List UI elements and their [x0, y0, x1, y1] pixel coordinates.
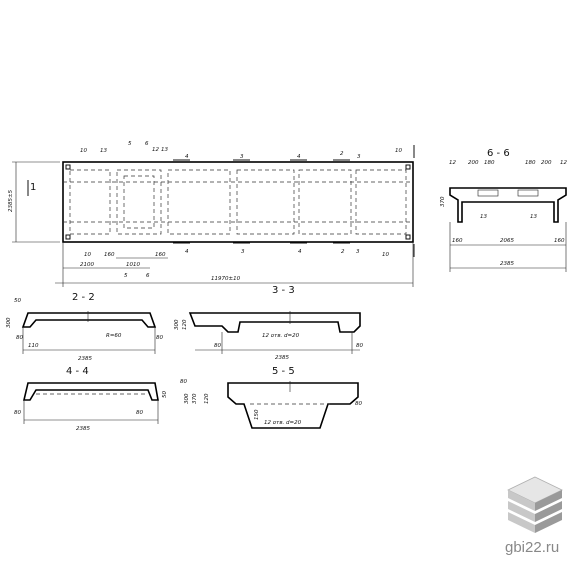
- dimension-label: 12 отв. d=20: [262, 333, 300, 339]
- plan-mark: 3: [357, 154, 361, 160]
- dimension-label: 370: [440, 196, 446, 207]
- dimension-label: 200: [468, 160, 479, 166]
- watermark-site: gbi22.ru: [505, 539, 559, 556]
- dimension-label: 160: [104, 252, 115, 258]
- plan-mark: 4: [298, 249, 302, 255]
- plan-mark: 3: [240, 154, 244, 160]
- section-1-marker: 1: [30, 182, 36, 193]
- dimension-label: 5: [124, 273, 128, 279]
- dimension-label: 2385: [500, 261, 514, 267]
- plan-mark: 2: [341, 249, 345, 255]
- plan-cell: [69, 169, 111, 235]
- dimension-label: 1010: [126, 262, 140, 268]
- plan-cell: [167, 169, 231, 235]
- dimension-label: 300: [174, 319, 180, 330]
- dimension-label: 80: [14, 410, 21, 416]
- plan-mark: 10: [395, 148, 402, 154]
- section-title: 5 - 5: [272, 366, 295, 377]
- plan-mark: 6: [145, 141, 149, 147]
- dimension-label: 120: [182, 319, 188, 330]
- dimension-label: 160: [155, 252, 166, 258]
- dimension-label: 2100: [80, 262, 94, 268]
- dimension-label: 12: [560, 160, 567, 166]
- dimension-label: 160: [554, 238, 565, 244]
- plan-view: 2385±5 1 2100 1010 160 160 11970±10 5 6 …: [8, 141, 415, 287]
- section-profile: [449, 187, 567, 223]
- dimension-label: 300: [184, 393, 190, 404]
- plan-mark: 13: [100, 148, 107, 154]
- plan-mark: 10: [80, 148, 87, 154]
- dimension-label: 120: [204, 393, 210, 404]
- dimension-label: 2385: [76, 426, 90, 432]
- dimension-label: 80: [355, 401, 362, 407]
- plan-outline: [62, 161, 414, 243]
- section-5-5: 5 - 5 80 300 370 120 150 12 отв. d=20 80: [180, 366, 362, 429]
- dimension-label: 150: [254, 409, 260, 420]
- dimension-label: 13: [530, 214, 537, 220]
- plan-mark: 2: [340, 151, 344, 157]
- dimension-label: 110: [28, 343, 39, 349]
- dimension-label: 180: [484, 160, 495, 166]
- plan-mark: 4: [297, 154, 301, 160]
- plan-mark: 5: [128, 141, 132, 147]
- dimension-label: 2385: [78, 356, 92, 362]
- dimension-label: 80: [180, 379, 187, 385]
- dimension-label: 80: [356, 343, 363, 349]
- plan-mark: 10: [84, 252, 91, 258]
- dimension-label: 12: [449, 160, 456, 166]
- dimension-label: 180: [525, 160, 536, 166]
- dimension-label: 200: [541, 160, 552, 166]
- stacked-slabs-icon: [507, 476, 563, 533]
- plan-mark: 13: [161, 147, 168, 153]
- plan-mark: 12: [152, 147, 159, 153]
- dimension-label: 2385: [275, 355, 289, 361]
- dimension-label: 50: [162, 391, 168, 398]
- plan-length-label: 11970±10: [211, 276, 241, 282]
- dimension-label: 80: [214, 343, 221, 349]
- section-title: 3 - 3: [272, 285, 295, 296]
- section-3-3: 3 - 3 300 120 12 отв. d=20 80 2385 80: [174, 285, 363, 361]
- section-title: 6 - 6: [487, 148, 510, 159]
- section-2-2: 2 - 2 50 300 80 110 R=60 80 2385: [6, 292, 163, 362]
- dimension-label: 2065: [500, 238, 514, 244]
- plan-mark: 3: [356, 249, 360, 255]
- plan-mark: 4: [185, 249, 189, 255]
- dimension-label: 50: [14, 298, 21, 304]
- plan-width-label: 2385±5: [8, 189, 14, 212]
- plan-cell: [236, 169, 295, 235]
- dimension-label: 80: [16, 335, 23, 341]
- dimension-label: 80: [136, 410, 143, 416]
- plan-cell: [298, 169, 352, 235]
- dimension-label: 80: [156, 335, 163, 341]
- section-6-6: 6 - 6 12 200 180 180 200 12 370 13 13 16…: [440, 148, 567, 272]
- plan-cell: [355, 169, 407, 235]
- plan-mark: 10: [382, 252, 389, 258]
- section-title: 2 - 2: [72, 292, 95, 303]
- plan-mark: 4: [185, 154, 189, 160]
- plan-cell: [116, 169, 162, 235]
- dimension-label: R=60: [106, 333, 122, 339]
- section-4-4: 4 - 4 80 50 80 2385: [14, 366, 168, 432]
- section-title: 4 - 4: [66, 366, 89, 377]
- dimension-label: 370: [192, 393, 198, 404]
- dimension-label: 300: [6, 317, 12, 328]
- dimension-label: 12 отв. d=20: [264, 420, 302, 426]
- plan-opening: [123, 175, 155, 229]
- dimension-label: 13: [480, 214, 487, 220]
- plan-mark: 3: [241, 249, 245, 255]
- dimension-label: 6: [146, 273, 150, 279]
- dimension-label: 160: [452, 238, 463, 244]
